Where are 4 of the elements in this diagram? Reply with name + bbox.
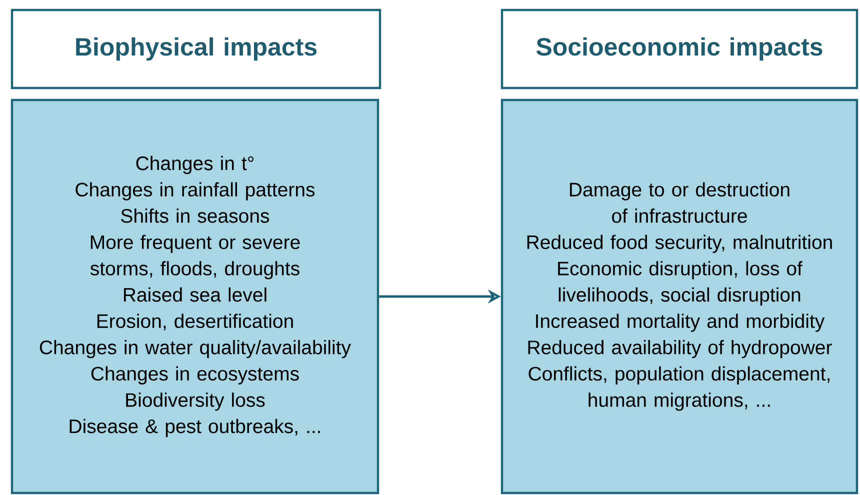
list-box: Damage to or destruction of infrastructure Reduced food security, malnutrition Economic disruption, loss of livelihoods, social disruption Increased mortality and morbidity Reduced availability of hydropower Conflicts, population displacement, human migrations, ... <box>500 98 858 494</box>
heading-box: Biophysical impacts <box>10 8 382 90</box>
list-box: Changes in t° Changes in rainfall patterns Shifts in seasons More frequent or severe storms, floods, droughts Raised sea level Erosion, desertification Changes in water quality/availability Changes in ecosystems Biodiversity loss Disease & pest outbreaks, ... <box>10 98 380 494</box>
heading-box: Socioeconomic impacts <box>500 8 858 90</box>
